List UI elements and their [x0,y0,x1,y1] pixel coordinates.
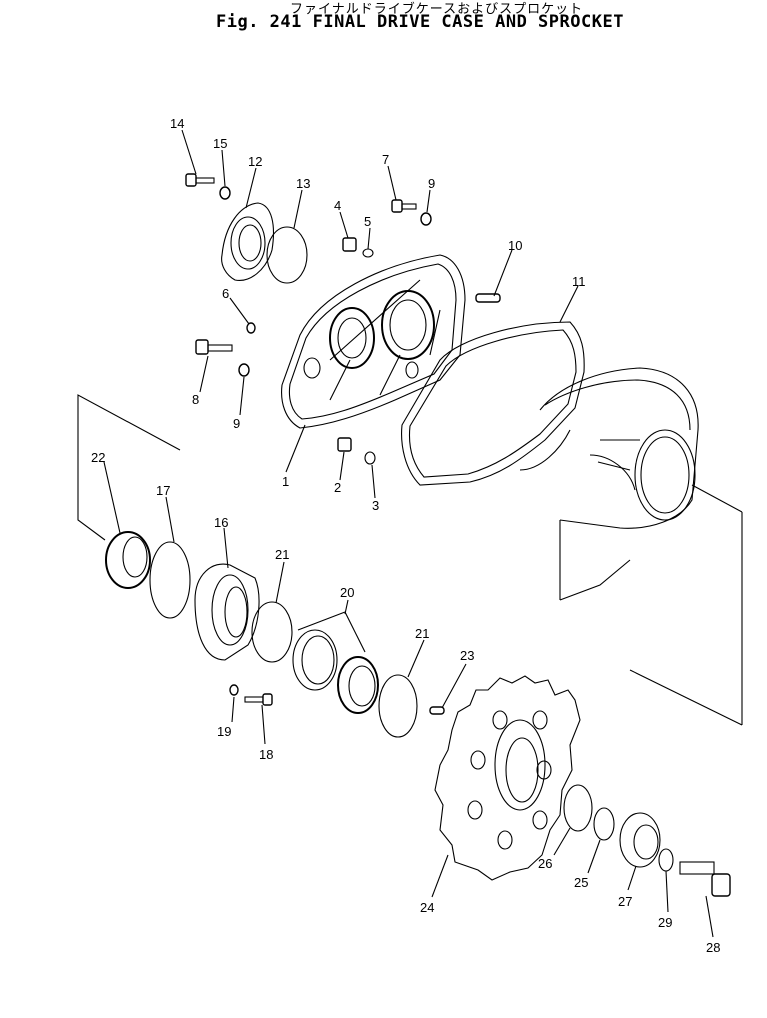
washer-9-upper [420,212,432,226]
washer-19 [229,684,239,696]
label-22: 22 [91,450,105,465]
label-9-upper: 9 [428,176,435,191]
hub-16 [194,563,260,661]
bolt-8 [195,339,233,355]
dowel-pin-10 [475,293,501,303]
label-1: 1 [282,474,289,489]
label-6: 6 [222,286,229,301]
o-ring-3 [364,451,376,465]
sprocket-24 [434,675,581,881]
o-ring-25 [593,807,615,841]
label-20: 20 [340,585,354,600]
title-japanese: ファイナルドライブケースおよびスプロケット [290,2,584,17]
label-9-lower: 9 [233,416,240,431]
final-drive-housing [519,367,743,726]
label-11: 11 [572,274,586,289]
label-27: 27 [618,894,632,909]
bolt-14 [185,173,215,187]
label-13: 13 [296,176,310,191]
lock-nut-22 [105,531,151,589]
cover-27 [619,812,661,868]
label-19: 19 [217,724,231,739]
label-25: 25 [574,875,588,890]
bolt-28 [679,861,731,897]
plug-2 [337,437,352,452]
label-10: 10 [508,238,522,253]
retainer-12 [221,202,275,281]
bolt-7 [391,199,417,213]
part-number-labels: 1 2 3 4 5 6 7 8 9 9 10 11 12 13 14 15 16… [91,116,720,955]
case-cover-1 [281,254,466,429]
label-5: 5 [364,214,371,229]
bolt-18 [244,693,273,706]
plug-4 [342,237,357,252]
floating-seal-20 [292,611,379,714]
leader-lines [103,129,714,938]
plug-6 [246,322,256,334]
washer-15 [219,186,231,200]
label-18: 18 [259,747,273,762]
label-21-right: 21 [415,626,429,641]
o-ring-17 [149,541,191,619]
label-17: 17 [156,483,170,498]
label-3: 3 [372,498,379,513]
label-28: 28 [706,940,720,955]
label-24: 24 [420,900,434,915]
label-15: 15 [213,136,227,151]
o-ring-13 [266,226,308,284]
washer-29 [658,848,674,872]
label-23: 23 [460,648,474,663]
o-ring-5 [362,248,374,258]
label-8: 8 [192,392,199,407]
o-ring-21-right [378,674,418,738]
label-29: 29 [658,915,672,930]
label-21-left: 21 [275,547,289,562]
o-ring-26 [563,784,593,832]
pin-23 [429,706,445,715]
washer-9-lower [238,363,250,377]
label-16: 16 [214,515,228,530]
label-14: 14 [170,116,184,131]
figure-title: Fig. 241 FINAL DRIVE CASE AND SPROCKET [216,12,624,32]
gasket-11 [401,321,585,486]
o-ring-21-left [251,601,293,663]
label-7: 7 [382,152,389,167]
label-12: 12 [248,154,262,169]
label-26: 26 [538,856,552,871]
reference-bracket-line [77,394,181,541]
label-2: 2 [334,480,341,495]
label-4: 4 [334,198,341,213]
